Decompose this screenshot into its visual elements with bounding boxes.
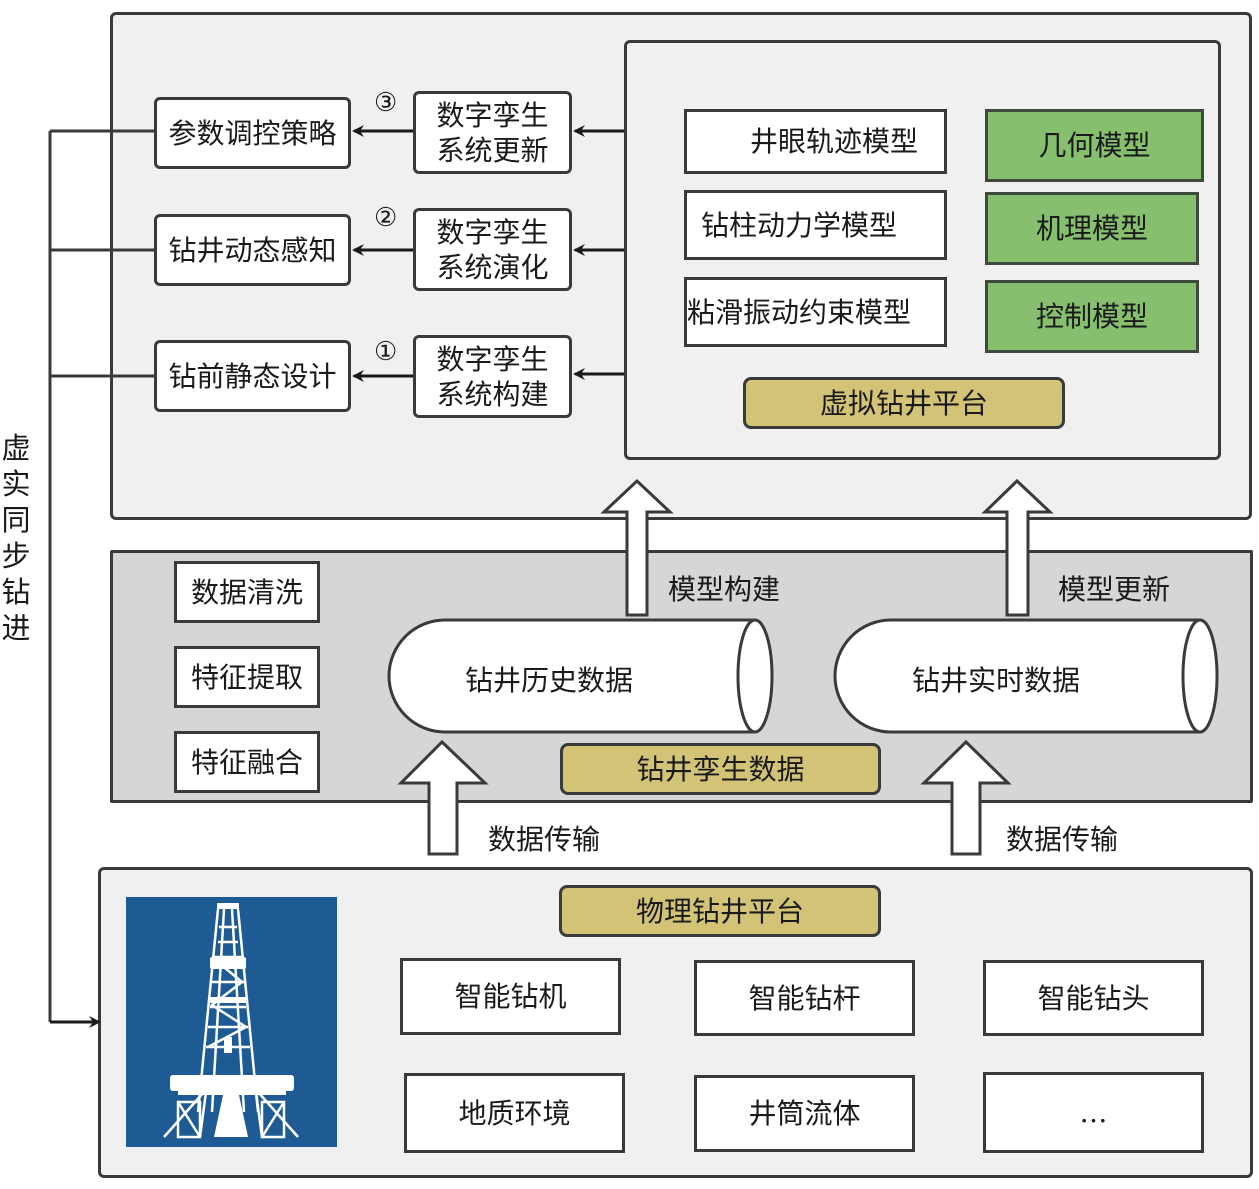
side-label-char: 虚	[1, 431, 31, 465]
physical-item-smart-bit[interactable]: 智能钻头	[983, 960, 1204, 1036]
output-label: 钻井动态感知	[168, 233, 337, 267]
processing-label: 数据清洗	[190, 575, 303, 609]
process-label-line: 数字孪生	[436, 215, 549, 249]
physical-item-smart-rig[interactable]: 智能钻机	[400, 958, 621, 1035]
realtime-data-label: 钻井实时数据	[912, 664, 1081, 697]
physical-item-label: 智能钻机	[454, 980, 567, 1013]
model-label: 井眼轨迹模型	[749, 125, 918, 158]
physical-item-wellbore-fluid[interactable]: 井筒流体	[694, 1075, 915, 1152]
output-box-parameter-control[interactable]: 参数调控策略	[154, 97, 351, 169]
sync-drilling-label: 虚 实 同 步 钻 进	[0, 430, 32, 646]
processing-box-feature-fusion[interactable]: 特征融合	[174, 731, 320, 793]
physical-item-label: 智能钻头	[1037, 981, 1150, 1015]
side-label-char: 钻	[1, 575, 31, 609]
drilling-rig-graphic	[163, 903, 299, 1139]
model-update-label: 模型更新	[1058, 573, 1171, 606]
history-data-label: 钻井历史数据	[465, 664, 634, 697]
process-box-system-update[interactable]: 数字孪生 系统更新	[413, 91, 572, 174]
twin-data-title-text: 钻井孪生数据	[636, 752, 805, 786]
model-label: 几何模型	[1038, 129, 1151, 162]
model-label: 控制模型	[1035, 300, 1148, 333]
physical-item-label: 智能钻杆	[748, 981, 861, 1015]
process-label-line: 系统更新	[436, 133, 549, 167]
step-number-1: ①	[374, 337, 398, 367]
output-box-static-design[interactable]: 钻前静态设计	[154, 340, 351, 412]
model-box-stick-slip[interactable]: 粘滑振动约束模型	[684, 277, 947, 347]
model-box-mechanism[interactable]: 机理模型	[985, 192, 1199, 265]
process-label-line: 系统演化	[436, 250, 549, 284]
process-box-system-construction[interactable]: 数字孪生 系统构建	[413, 335, 572, 418]
side-label-char: 步	[1, 539, 31, 573]
virtual-platform-title: 虚拟钻井平台	[743, 377, 1065, 429]
processing-box-data-cleaning[interactable]: 数据清洗	[174, 561, 320, 623]
model-box-control[interactable]: 控制模型	[985, 280, 1199, 353]
physical-item-label: 地质环境	[458, 1096, 571, 1130]
physical-item-geology[interactable]: 地质环境	[404, 1073, 625, 1153]
model-label: 机理模型	[1035, 212, 1148, 245]
physical-platform-title-text: 物理钻井平台	[635, 894, 804, 928]
step-number-3: ③	[374, 88, 398, 118]
physical-item-label: …	[1079, 1096, 1108, 1129]
model-build-label: 模型构建	[668, 573, 781, 606]
step-number-2: ②	[374, 203, 398, 233]
physical-item-more[interactable]: …	[983, 1072, 1204, 1153]
drilling-rig-icon	[126, 897, 337, 1147]
output-label: 钻前静态设计	[168, 359, 337, 393]
twin-data-title: 钻井孪生数据	[560, 743, 881, 795]
process-label-line: 数字孪生	[436, 98, 549, 132]
model-label: 粘滑振动约束模型	[687, 295, 912, 329]
side-label-char: 实	[1, 467, 31, 501]
model-box-wellbore-trajectory[interactable]: 井眼轨迹模型	[684, 109, 947, 174]
physical-item-label: 井筒流体	[748, 1097, 861, 1130]
virtual-platform-title-text: 虚拟钻井平台	[819, 386, 988, 420]
side-label-char: 进	[1, 611, 31, 645]
process-box-system-evolution[interactable]: 数字孪生 系统演化	[413, 208, 572, 291]
process-label-line: 系统构建	[436, 377, 549, 411]
processing-label: 特征提取	[190, 660, 303, 694]
data-transfer-label-right: 数据传输	[1006, 823, 1119, 856]
model-label: 钻柱动力学模型	[701, 208, 898, 242]
processing-label: 特征融合	[190, 745, 303, 779]
physical-platform-title: 物理钻井平台	[559, 885, 881, 937]
data-transfer-label-left: 数据传输	[488, 823, 601, 856]
side-label-char: 同	[1, 503, 31, 537]
processing-box-feature-extraction[interactable]: 特征提取	[174, 646, 320, 708]
output-label: 参数调控策略	[168, 116, 337, 150]
output-box-dynamic-perception[interactable]: 钻井动态感知	[154, 214, 351, 286]
model-box-drillstring-dynamics[interactable]: 钻柱动力学模型	[684, 190, 947, 260]
physical-item-smart-drillpipe[interactable]: 智能钻杆	[694, 960, 915, 1036]
process-label-line: 数字孪生	[436, 342, 549, 376]
model-box-geometric[interactable]: 几何模型	[985, 109, 1204, 182]
